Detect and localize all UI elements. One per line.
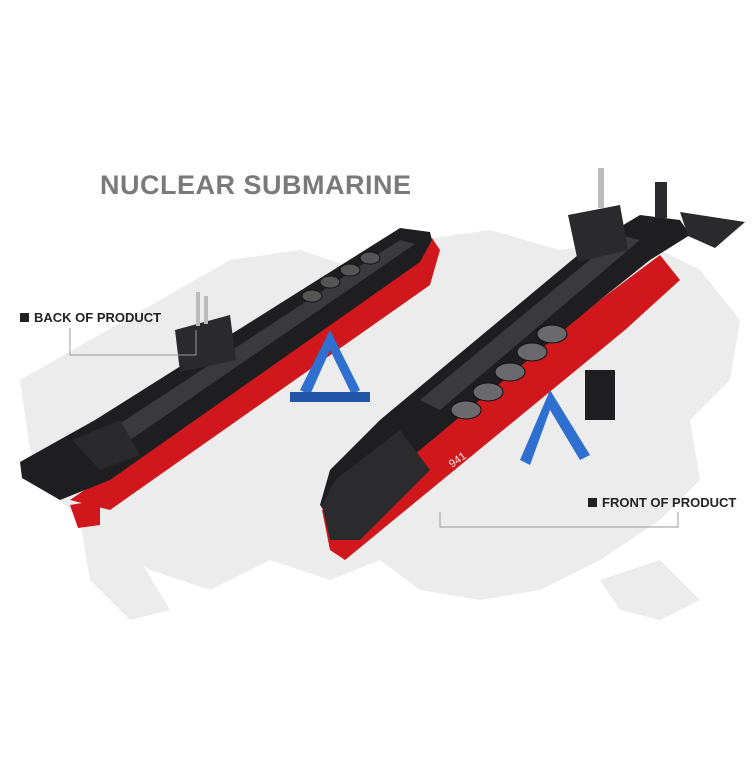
submarine-back-view [20,228,440,528]
square-bullet-icon [20,313,29,322]
callout-lines [69,328,679,528]
page-title: NUCLEAR SUBMARINE [100,170,412,200]
back-of-product-callout: BACK OF PRODUCT [20,310,161,325]
back-callout-label: BACK OF PRODUCT [34,310,162,325]
back-callout-line [69,328,197,356]
front-callout-line [439,512,679,528]
square-bullet-icon [588,498,597,507]
front-callout-label: FRONT OF PRODUCT [602,495,737,510]
front-of-product-callout: FRONT OF PRODUCT [588,495,736,510]
submarine-front-view: 941 [320,168,745,560]
